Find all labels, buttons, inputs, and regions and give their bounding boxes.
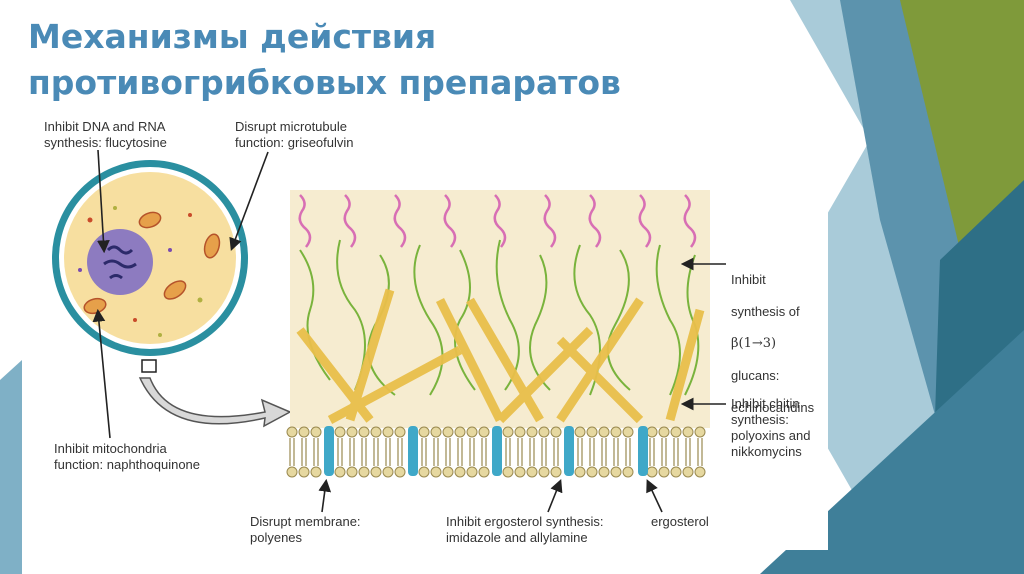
ergosterol-molecules xyxy=(324,426,648,476)
label-glucans: Inhibit synthesis of β(1→3) glucans: ech… xyxy=(731,256,814,432)
label-membrane: Disrupt membrane: polyenes xyxy=(250,514,361,545)
chromatin xyxy=(103,245,137,280)
pointer-arrows xyxy=(92,149,726,513)
label-mitochondria: Inhibit mitochondria function: naphthoqu… xyxy=(54,441,201,472)
slide-title: Механизмы действия противогрибковых преп… xyxy=(28,17,621,102)
cell-wall-detail xyxy=(285,190,710,478)
deco-shape-left xyxy=(0,360,22,574)
label-ergosterol: ergosterol xyxy=(651,514,709,529)
label-dna-rna-synthesis: Inhibit DNA and RNA synthesis: flucytosi… xyxy=(44,119,167,150)
plasma-membrane xyxy=(285,426,710,478)
label-chitin: Inhibit chitin synthesis: polyoxins and … xyxy=(731,396,811,459)
mannoproteins xyxy=(298,194,697,248)
label-glucans-line1: Inhibit xyxy=(731,272,766,287)
zoom-region-box xyxy=(141,359,157,373)
label-glucans-line5: echinocandins xyxy=(731,400,815,415)
zoom-arrow xyxy=(138,377,292,428)
chitin-fibers xyxy=(296,288,705,424)
label-ergosterol-synthesis: Inhibit ergosterol synthesis: imidazole … xyxy=(446,514,604,545)
organelle-dots xyxy=(78,206,203,337)
mitochondria xyxy=(83,211,221,315)
label-glucans-line4: glucans: xyxy=(731,368,780,383)
nucleus xyxy=(87,229,153,295)
fungal-cell xyxy=(52,160,248,373)
label-glucans-line2: synthesis of xyxy=(731,304,800,319)
label-microtubule: Disrupt microtubule function: griseofulv… xyxy=(235,119,354,150)
label-glucans-line3: β(1→3) xyxy=(731,336,777,351)
